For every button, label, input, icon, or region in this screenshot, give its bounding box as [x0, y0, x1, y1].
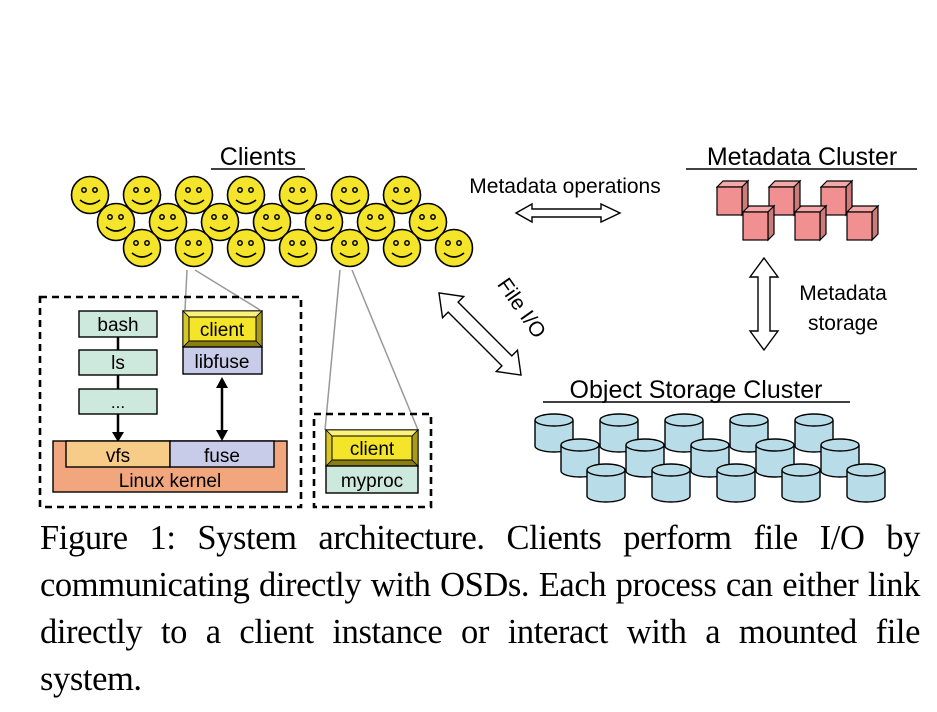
connector-line — [194, 269, 261, 311]
arrowhead-down — [112, 432, 124, 442]
object-storage-devices — [534, 413, 886, 503]
osd-disk-icon — [716, 463, 756, 503]
arrowhead-up — [216, 377, 228, 388]
connector-line — [324, 269, 341, 431]
metadata-operations-arrow — [514, 202, 622, 224]
client-smiley-icon — [330, 228, 370, 268]
fuse-label: fuse — [204, 446, 240, 467]
ls-box — [78, 349, 158, 376]
ls-label: ls — [111, 353, 125, 374]
vfs-label: vfs — [106, 446, 130, 467]
client-smiley-icon — [174, 228, 214, 268]
client-label: client — [200, 320, 245, 341]
osd-disk-icon — [781, 463, 821, 503]
metadata-storage-label-line1: Metadata — [799, 282, 887, 305]
vfs-box — [65, 440, 171, 468]
clients-title: Clients — [220, 143, 296, 171]
file-io-label: File I/O — [492, 274, 550, 343]
clients-crowd — [70, 175, 474, 268]
client-bevel-box — [182, 310, 263, 348]
client-smiley-icon — [226, 228, 266, 268]
client-smiley-icon — [382, 228, 422, 268]
osd-disk-icon — [586, 463, 626, 503]
metadata-server-cube-icon — [742, 205, 775, 241]
object-storage-cluster-title: Object Storage Cluster — [570, 376, 823, 404]
bash-label: bash — [97, 315, 138, 336]
metadata-operations-label: Metadata operations — [469, 175, 660, 198]
libfuse-label: libfuse — [195, 352, 250, 373]
ellipsis-box — [78, 388, 158, 415]
myproc-box — [325, 465, 419, 494]
metadata-storage-arrow — [748, 256, 780, 352]
fuse-box — [169, 440, 275, 468]
connector-line — [351, 269, 419, 431]
file-io-arrow — [438, 292, 522, 376]
connector-line — [184, 269, 188, 311]
client-smiley-icon — [434, 228, 474, 268]
metadata-server-cube-icon — [846, 205, 879, 241]
client-smiley-icon — [122, 228, 162, 268]
arrowhead-down — [216, 430, 228, 441]
figure-caption: Figure 1: System architecture. Clients p… — [40, 519, 920, 698]
metadata-server-cube-icon — [794, 205, 827, 241]
ellipsis-label: ... — [111, 393, 125, 412]
metadata-server-cube-icon — [716, 180, 749, 216]
metadata-storage-label-line2: storage — [808, 312, 878, 335]
client-bevel-box — [325, 429, 419, 467]
osd-disk-icon — [846, 463, 886, 503]
linux-kernel-label: Linux kernel — [119, 471, 221, 492]
metadata-cluster-title: Metadata Cluster — [707, 143, 897, 171]
client-smiley-icon — [278, 228, 318, 268]
process-dashed-box — [312, 412, 433, 509]
osd-disk-icon — [651, 463, 691, 503]
metadata-servers — [716, 180, 879, 241]
proc-client-label: client — [350, 439, 395, 460]
host-dashed-box — [38, 295, 303, 509]
bash-box — [78, 310, 158, 338]
myproc-label: myproc — [341, 471, 403, 492]
libfuse-box — [182, 346, 263, 375]
